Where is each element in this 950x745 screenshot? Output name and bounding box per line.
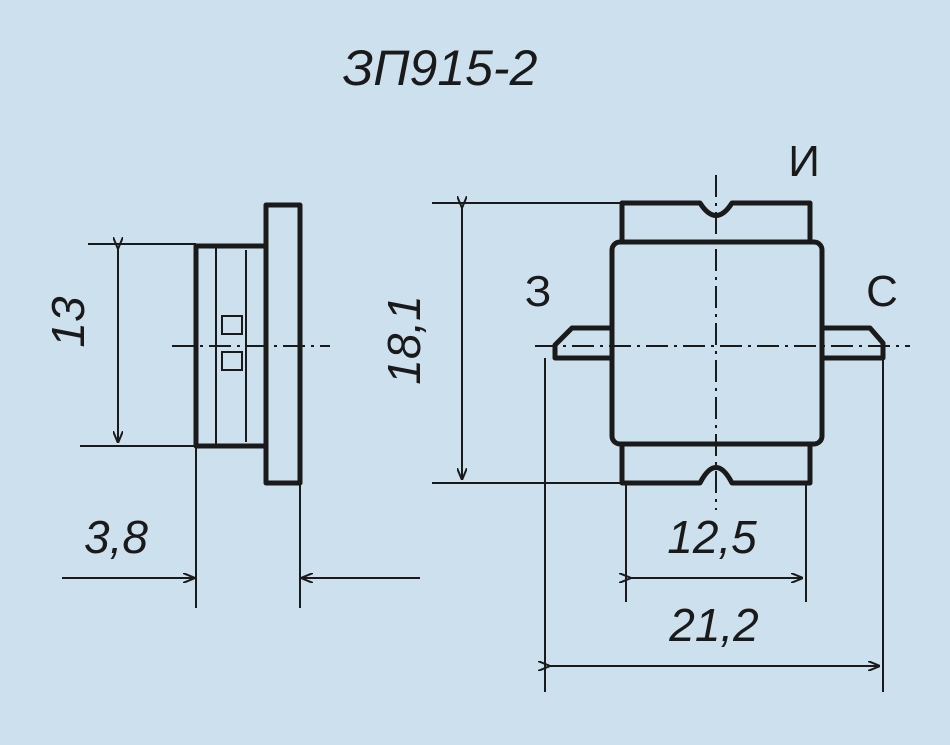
front-bottom-tab	[619, 444, 813, 486]
diagram-title: ЗП915-2	[343, 40, 538, 96]
dim-label-13: 13	[42, 296, 94, 348]
front-left-lead	[552, 325, 612, 361]
side-view: 13 3,8	[42, 202, 420, 608]
front-view: 18,1 12,5 21,2 И З С	[378, 137, 910, 692]
pin-label-source: С	[866, 267, 898, 316]
side-flange	[263, 202, 303, 486]
pin-label-gate: З	[525, 267, 552, 316]
dim-label-18-1: 18,1	[378, 295, 430, 385]
pin-label-drain: И	[788, 137, 820, 186]
dim-label-3-8: 3,8	[84, 511, 148, 563]
dim-label-12-5: 12,5	[667, 511, 757, 563]
dim-label-21-2: 21,2	[668, 599, 759, 651]
front-right-lead	[822, 325, 886, 361]
